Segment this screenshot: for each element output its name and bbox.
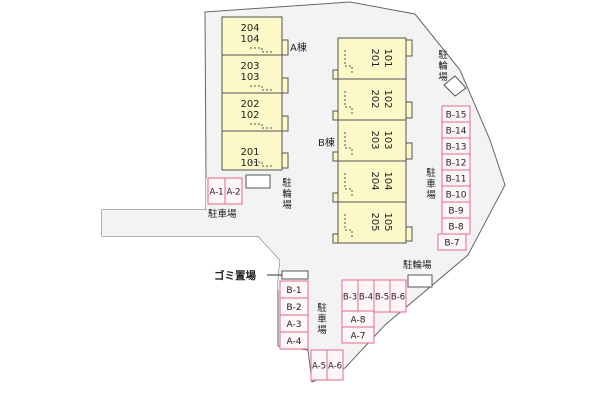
parking-stall-label: B-5 (375, 293, 389, 303)
parking-stall-label: B-6 (391, 293, 405, 303)
parking-stall-label: B-9 (448, 207, 463, 217)
bicycle-shed-right (407, 274, 433, 288)
parking-stall-label: B-15 (446, 111, 467, 121)
building-b-label: B棟 (318, 136, 335, 149)
parking-stall (326, 349, 344, 381)
parking-label-right: 場 (426, 189, 436, 201)
parking-stall (279, 331, 309, 350)
parking-stall-label: A-5 (312, 362, 326, 372)
building-a-label: A棟 (290, 41, 307, 54)
parking-stall-label: B-14 (446, 127, 467, 137)
bicycle-shed-top (443, 75, 467, 97)
garbage-area (281, 270, 309, 280)
bicycle-parking-label-a: 輪 (282, 188, 292, 200)
parking-stall-label: B-7 (444, 239, 459, 249)
parking-stall-label: A-7 (351, 332, 366, 342)
bicycle-parking-label-a: 場 (282, 199, 292, 211)
bicycle-shed-a (245, 174, 271, 189)
building-a: 204 104 203 103 202 102 201 101 (221, 16, 289, 171)
parking-stall (341, 326, 375, 344)
parking-label-middle: 場 (317, 324, 327, 336)
parking-group-a-middle: A-8A-7 (341, 310, 375, 344)
unit-b-1-upper: 201 (369, 48, 380, 67)
unit-b-4-lower: 104 (382, 171, 393, 190)
bicycle-parking-label-right: 駐輪場 (403, 259, 432, 271)
unit-b-3-upper: 203 (369, 130, 380, 149)
parking-stall-label: A-1 (209, 188, 223, 198)
parking-label-middle: 駐 (317, 302, 327, 314)
parking-stall-label: A-2 (226, 188, 240, 198)
bicycle-parking-label-top: 場 (438, 71, 448, 83)
parking-label-middle: 車 (317, 313, 327, 325)
bicycle-parking-label-top: 輪 (438, 60, 448, 72)
parking-group-b-right: B-15B-14B-13B-12B-11B-10B-9B-8B-7 (437, 105, 471, 251)
garbage-label: ゴミ置場 (214, 269, 256, 282)
unit-a-4-lower: 101 (240, 158, 259, 169)
unit-a-3-upper: 202 (240, 99, 259, 110)
unit-a-4-upper: 201 (240, 147, 259, 158)
parking-stall-label: A-3 (287, 320, 302, 330)
parking-stall-label: B-1 (286, 286, 301, 296)
unit-b-2-upper: 202 (369, 89, 380, 108)
parking-stall-label: B-13 (446, 143, 467, 153)
parking-stall-label: B-8 (448, 223, 463, 233)
unit-b-5-lower: 105 (382, 212, 393, 231)
parking-stall (437, 233, 467, 251)
parking-label-right: 車 (426, 178, 436, 190)
parking-stall-label: A-8 (351, 316, 366, 326)
parking-stall-label: B-3 (343, 293, 357, 303)
unit-a-3-lower: 102 (240, 110, 259, 121)
parking-label-right: 駐 (426, 167, 436, 179)
bicycle-parking-label-top: 駐 (438, 49, 448, 61)
unit-a-2-lower: 103 (240, 72, 259, 83)
unit-b-1-lower: 101 (382, 48, 393, 67)
driveway (102, 172, 310, 290)
parking-label-left: 駐車場 (208, 208, 237, 220)
parking-stall-label: B-4 (359, 293, 373, 303)
unit-a-1-lower: 104 (240, 34, 259, 45)
parking-stall-label: B-10 (446, 191, 467, 201)
unit-a-1-upper: 204 (240, 23, 259, 34)
unit-b-5-upper: 205 (369, 212, 380, 231)
parking-stall-label: A-4 (287, 337, 302, 347)
unit-a-2-upper: 203 (240, 61, 259, 72)
building-b (332, 37, 413, 244)
parking-stall (389, 279, 407, 313)
parking-stall-label: B-2 (286, 303, 301, 313)
parking-stall-label: B-11 (446, 175, 467, 185)
unit-b-2-lower: 102 (382, 89, 393, 108)
parking-stall (224, 177, 243, 205)
parking-stall-label: B-12 (446, 159, 467, 169)
bicycle-parking-label-a: 駐 (282, 177, 292, 189)
parking-group-b-left: B-1B-2A-3A-4 (279, 280, 309, 350)
unit-b-4-upper: 204 (369, 171, 380, 190)
unit-b-3-lower: 103 (382, 130, 393, 149)
parking-stall-label: A-6 (328, 362, 342, 372)
